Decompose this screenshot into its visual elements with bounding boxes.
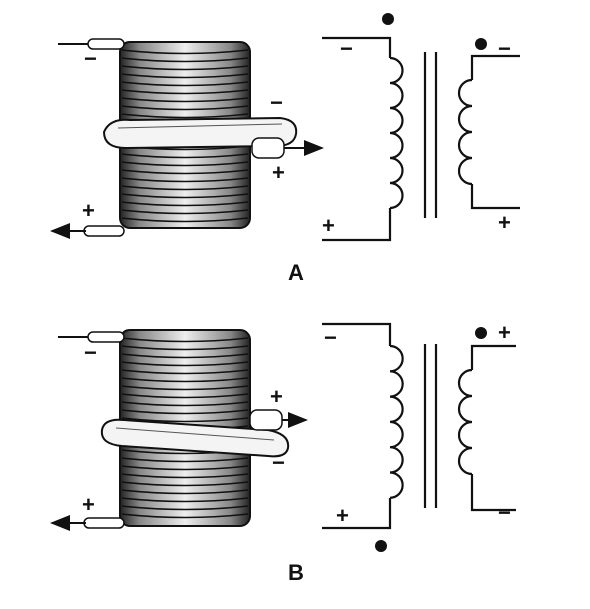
panel-b-label: B [288, 560, 304, 585]
coil-a [50, 38, 324, 239]
coil-turn [121, 417, 249, 423]
schematic-b-primary-bottom-wire [322, 498, 392, 530]
schematic-a-dot-secondary [475, 38, 487, 50]
schematic-a-secondary-top-sign: − [498, 36, 511, 61]
schematic-a-dot-primary [382, 13, 394, 25]
schematic-a-secondary-top-wire [470, 54, 520, 80]
coil-turn [121, 401, 249, 407]
schematic-b-primary-winding [389, 344, 404, 499]
coil-turn [121, 393, 249, 399]
coil-turn [121, 345, 249, 351]
schematic-a-primary-bottom-wire [322, 208, 392, 242]
coil-b-tap-lower-sign: − [272, 450, 285, 475]
coil-turn [121, 57, 249, 63]
coil-b-top-lead [87, 331, 125, 343]
schematic-a-primary-top-wire [322, 36, 392, 58]
coil-turn [121, 465, 249, 471]
coil-turn [121, 377, 249, 383]
coil-turn [121, 193, 249, 199]
coil-turn [121, 177, 249, 183]
schematic-b-primary-top-wire [322, 322, 392, 346]
coil-b-top-sign: − [84, 340, 97, 365]
panel-a-label: A [288, 260, 304, 285]
coil-turn [121, 81, 249, 87]
coil-b-tap [249, 409, 283, 431]
coil-turn [121, 497, 249, 503]
schematic-b-secondary-winding [457, 368, 473, 476]
coil-a-band-highlight [117, 123, 283, 129]
coil-turn [121, 489, 249, 495]
coil-turn [121, 185, 249, 191]
coil-turn [121, 105, 249, 111]
schematic-b [322, 322, 516, 530]
coil-a-tap [251, 137, 285, 159]
coil-turn [121, 89, 249, 95]
coil-b-bottom-sign: + [82, 492, 95, 517]
coil-turn [121, 153, 249, 159]
coil-turn [121, 369, 249, 375]
coil-turn [121, 457, 249, 463]
coil-a-tap-lower-sign: + [272, 160, 285, 185]
schematic-a-secondary-bottom-wire [470, 184, 520, 210]
coil-turn [121, 513, 249, 519]
schematic-a-secondary-winding [457, 78, 473, 186]
coil-b-tap-upper-sign: + [270, 384, 283, 409]
coil-b [50, 329, 308, 531]
coil-turn [121, 481, 249, 487]
schematic-b-secondary-bottom-wire [470, 474, 516, 512]
schematic-b-primary-top-sign: − [324, 325, 337, 350]
coil-turn [121, 49, 249, 55]
coil-a-secondary-band [102, 116, 298, 150]
coil-a-tap-upper-sign: − [270, 90, 283, 115]
schematic-a-primary-winding [389, 56, 404, 210]
coil-a-top-lead [87, 38, 125, 50]
coil-turn [121, 353, 249, 359]
schematic-a [322, 36, 520, 242]
coil-turn [121, 473, 249, 479]
coil-turn [121, 337, 249, 343]
coil-a-bottom-lead [83, 225, 125, 237]
schematic-b-secondary-bottom-sign: − [498, 500, 511, 525]
schematic-b-secondary-top-wire [470, 344, 516, 370]
coil-turn [121, 361, 249, 367]
coil-a-top-sign: − [84, 46, 97, 71]
schematic-a-secondary-bottom-sign: + [498, 210, 511, 235]
coil-turn [121, 201, 249, 207]
schematic-b-dot-primary [375, 540, 387, 552]
coil-b-bottom-lead [83, 517, 125, 529]
schematic-b-dot-secondary [475, 327, 487, 339]
coil-turn [121, 73, 249, 79]
coil-turn [121, 161, 249, 167]
panel-b: − + + − − + + − B [50, 320, 516, 585]
coil-turn [121, 113, 249, 119]
coil-b-band-highlight [115, 427, 275, 441]
schematic-a-primary-bottom-sign: + [322, 213, 335, 238]
schematic-a-primary-top-sign: − [340, 36, 353, 61]
schematic-b-secondary-top-sign: + [498, 320, 511, 345]
coil-turn [121, 385, 249, 391]
coil-turn [121, 505, 249, 511]
coil-b-secondary-band [100, 418, 290, 458]
coil-turn [121, 409, 249, 415]
coil-turn [121, 209, 249, 215]
coil-turn [121, 65, 249, 71]
schematic-b-primary-bottom-sign: + [336, 503, 349, 528]
coil-turn [121, 97, 249, 103]
panel-a: − + − + − + − + A [50, 13, 520, 285]
coil-turn [121, 217, 249, 223]
coil-turn [121, 169, 249, 175]
coil-a-bottom-sign: + [82, 198, 95, 223]
